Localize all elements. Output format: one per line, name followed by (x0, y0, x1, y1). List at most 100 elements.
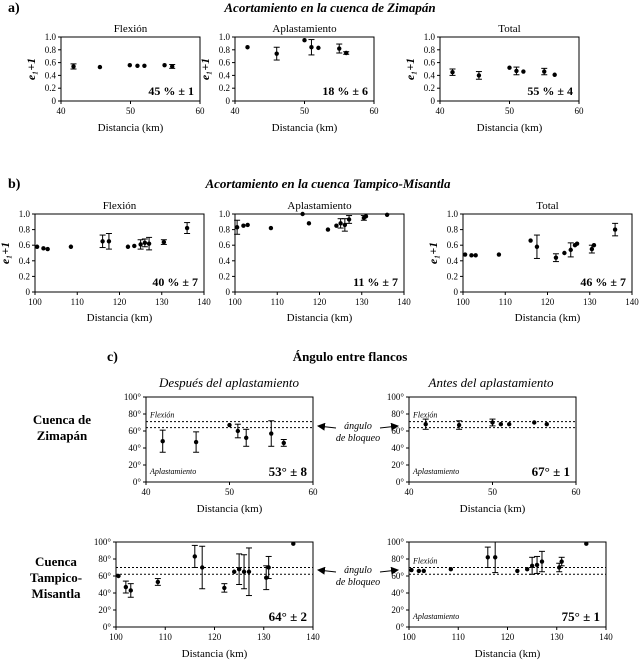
y-tick-label: 0 (226, 287, 231, 297)
data-point (384, 212, 390, 217)
section-c-label: c) (107, 350, 118, 365)
data-point (135, 63, 140, 68)
data-point (423, 422, 428, 427)
annotation-locking-angle-2-line1: ángulo (344, 565, 372, 576)
y-tick-label: 0 (226, 96, 231, 106)
y-tick-label: 0 (26, 287, 31, 297)
data-point (241, 223, 246, 228)
x-tick-label: 50 (300, 106, 310, 116)
y-tick-label: 80° (98, 554, 111, 564)
stat-label: 75° ± 1 (562, 609, 600, 624)
x-axis-label: Distancia (km) (98, 122, 164, 134)
stat-label: 53° ± 8 (269, 464, 308, 479)
annotation-arrow-right-2 (379, 566, 399, 575)
data-point (534, 562, 540, 568)
data-point (241, 569, 247, 574)
data-point (490, 420, 495, 425)
data-point (306, 221, 312, 226)
data-point (421, 568, 426, 574)
x-tick-label: 100 (28, 297, 42, 307)
y-tick-label: 100° (124, 392, 142, 402)
y-tick-label: 0.6 (447, 240, 459, 250)
y-tick-label: 60° (391, 571, 404, 581)
x-tick-label: 120 (501, 632, 515, 642)
data-point (534, 244, 540, 249)
y-tick-label: 0.6 (219, 58, 231, 68)
x-tick-label: 40 (231, 106, 241, 116)
chart-title: Aplastamiento (272, 23, 337, 35)
data-point (222, 585, 227, 591)
data-point (612, 227, 618, 232)
y-tick-label: 80° (391, 409, 404, 419)
data-point (128, 588, 133, 593)
y-tick-label: 0.6 (219, 240, 231, 250)
x-tick-label: 110 (452, 632, 466, 642)
data-point (184, 225, 190, 231)
x-axis-label: Distancia (km) (475, 648, 541, 660)
row-label-tampico-3: Misantla (31, 586, 81, 601)
data-point (193, 439, 199, 445)
data-point (539, 559, 545, 564)
x-tick-label: 40 (405, 487, 415, 497)
y-tick-label: 1.0 (19, 209, 31, 219)
x-tick-label: 100 (402, 632, 416, 642)
data-point (34, 244, 40, 249)
data-point (236, 567, 242, 572)
x-tick-label: 130 (550, 632, 564, 642)
y-tick-label: 0.6 (19, 240, 31, 250)
data-point (132, 243, 137, 249)
section-b-title: Acortamiento en la cuenca Tampico-Misant… (204, 176, 451, 191)
stat-label: 55 % ± 4 (527, 84, 573, 98)
y-tick-label: 1.0 (219, 209, 231, 219)
x-axis-label: Distancia (km) (87, 312, 153, 324)
subtitle-after: Después del aplastamiento (158, 375, 300, 390)
x-tick-label: 50 (488, 487, 498, 497)
data-point (584, 541, 589, 546)
data-point (568, 247, 573, 253)
y-tick-label: 100° (387, 537, 405, 547)
y-tick-label: 0.8 (424, 45, 436, 55)
annotation-arrow-right-1 (379, 422, 399, 431)
x-tick-label: 60 (196, 106, 206, 116)
x-tick-label: 100 (456, 297, 470, 307)
row-label-tampico-1: Cuenca (35, 554, 77, 569)
y-tick-label: 80° (128, 409, 141, 419)
data-point (274, 51, 279, 56)
x-axis-label: Distancia (km) (515, 312, 581, 324)
section-a-title: Acortamiento en la cuenca de Zimapán (223, 0, 435, 15)
data-point (160, 439, 165, 444)
data-point (416, 568, 422, 574)
data-point (521, 69, 526, 74)
data-point (562, 250, 567, 256)
x-tick-label: 130 (155, 297, 169, 307)
data-point (170, 64, 175, 69)
y-tick-label: 0° (103, 622, 112, 632)
row-label-tampico-2: Tampico- (30, 570, 82, 585)
y-tick-label: 1.0 (219, 32, 231, 42)
data-point (473, 253, 478, 258)
y-tick-label: 0.6 (45, 58, 57, 68)
x-tick-label: 60 (575, 106, 585, 116)
data-point (514, 68, 519, 74)
data-point (469, 253, 474, 258)
y-tick-label: 0.8 (19, 225, 31, 235)
data-point (116, 573, 121, 579)
x-axis-label: Distancia (km) (182, 648, 248, 660)
data-point (155, 579, 161, 585)
data-point (138, 242, 143, 247)
x-tick-label: 40 (436, 106, 446, 116)
data-point (227, 422, 232, 428)
data-point (553, 255, 559, 260)
chart-title: Aplastamiento (287, 200, 352, 212)
data-point (507, 422, 512, 427)
x-tick-label: 140 (397, 297, 411, 307)
data-point (338, 221, 343, 226)
x-tick-label: 40 (142, 487, 152, 497)
data-point (557, 565, 562, 570)
chart-title: Total (498, 23, 520, 35)
